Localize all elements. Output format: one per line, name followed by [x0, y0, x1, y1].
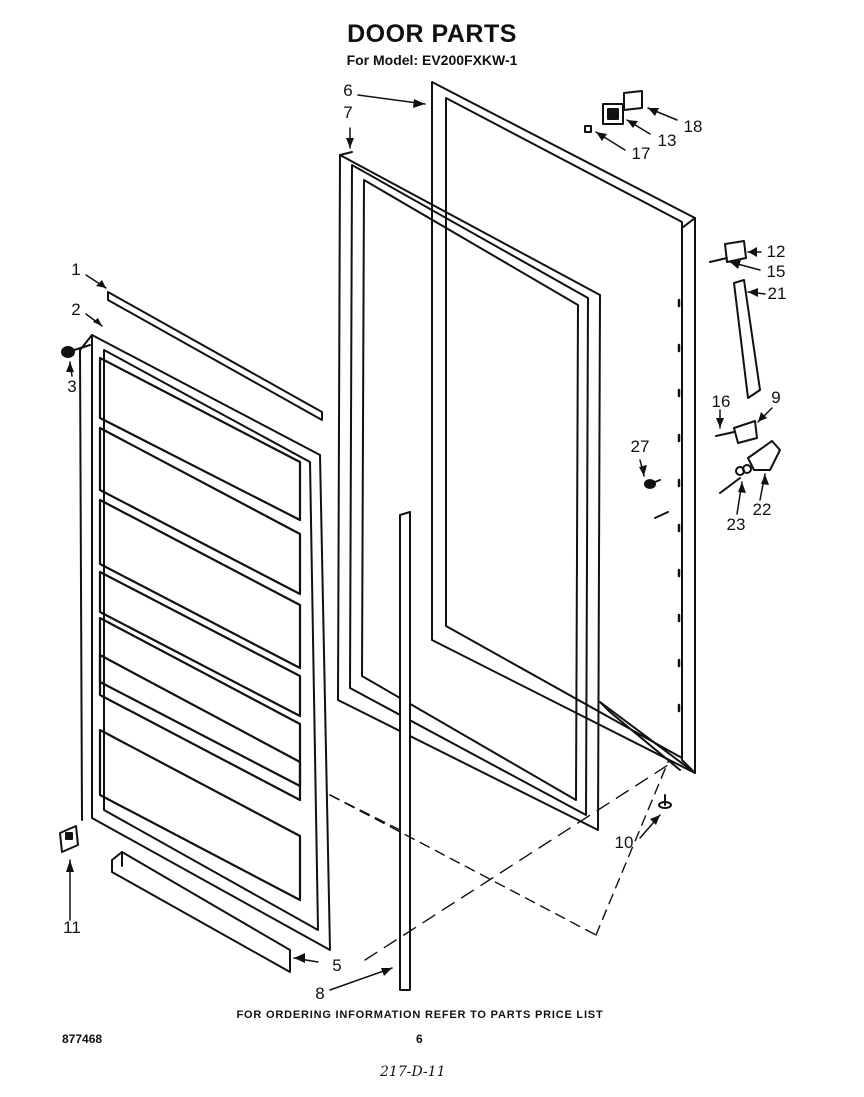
handwritten-code: 217-D-11 [380, 1064, 446, 1080]
callout-15: 15 [766, 262, 786, 281]
strike-icon [747, 440, 781, 471]
latch-icon [715, 420, 758, 444]
model-subtitle: For Model: EV200FXKW-1 [346, 52, 518, 68]
bottom-breaker-strip [111, 851, 291, 973]
callout-6: 6 [343, 81, 353, 100]
arrowheads [66, 99, 769, 976]
bracket-icon [602, 103, 624, 125]
callout-17: 17 [631, 144, 651, 163]
door-stop-icon [59, 825, 79, 853]
switch-actuator-icon [709, 240, 747, 263]
callout-12: 12 [766, 242, 786, 261]
label-plate-icon [623, 90, 643, 111]
callout-8: 8 [315, 984, 325, 1003]
callout-11: 11 [63, 918, 81, 937]
callout-9: 9 [771, 388, 781, 407]
callout-2: 2 [71, 300, 81, 319]
page-number: 6 [416, 1032, 423, 1046]
outer-door-panel [431, 81, 696, 774]
door-gasket [337, 151, 601, 831]
callout-5: 5 [332, 956, 342, 975]
screw-icon [61, 344, 91, 358]
callout-23: 23 [726, 515, 746, 534]
callout-13: 13 [657, 131, 677, 150]
ordering-note: FOR ORDERING INFORMATION REFER TO PARTS … [236, 1009, 604, 1021]
door-liner [79, 334, 331, 951]
callout-7: 7 [343, 103, 353, 122]
callout-3: 3 [67, 377, 77, 396]
hinge-pin-icon [658, 794, 672, 809]
page-title: DOOR PARTS [347, 20, 517, 48]
handle-bar-icon [733, 279, 761, 399]
clip-icon [584, 125, 592, 133]
callout-1: 1 [71, 260, 81, 279]
plug-icon [644, 479, 669, 519]
vertical-gasket-strip [399, 511, 411, 991]
callout-21: 21 [767, 284, 787, 303]
top-breaker-strip [107, 291, 323, 421]
leader-lines [69, 94, 773, 991]
callout-22: 22 [752, 500, 772, 519]
assembly-guide-lines [329, 761, 669, 936]
callout-10: 10 [614, 833, 634, 852]
drawing-number: 877468 [62, 1032, 103, 1046]
callout-16: 16 [711, 392, 731, 411]
callout-27: 27 [630, 437, 650, 456]
callout-18: 18 [683, 117, 703, 136]
spring-icon [719, 464, 752, 494]
